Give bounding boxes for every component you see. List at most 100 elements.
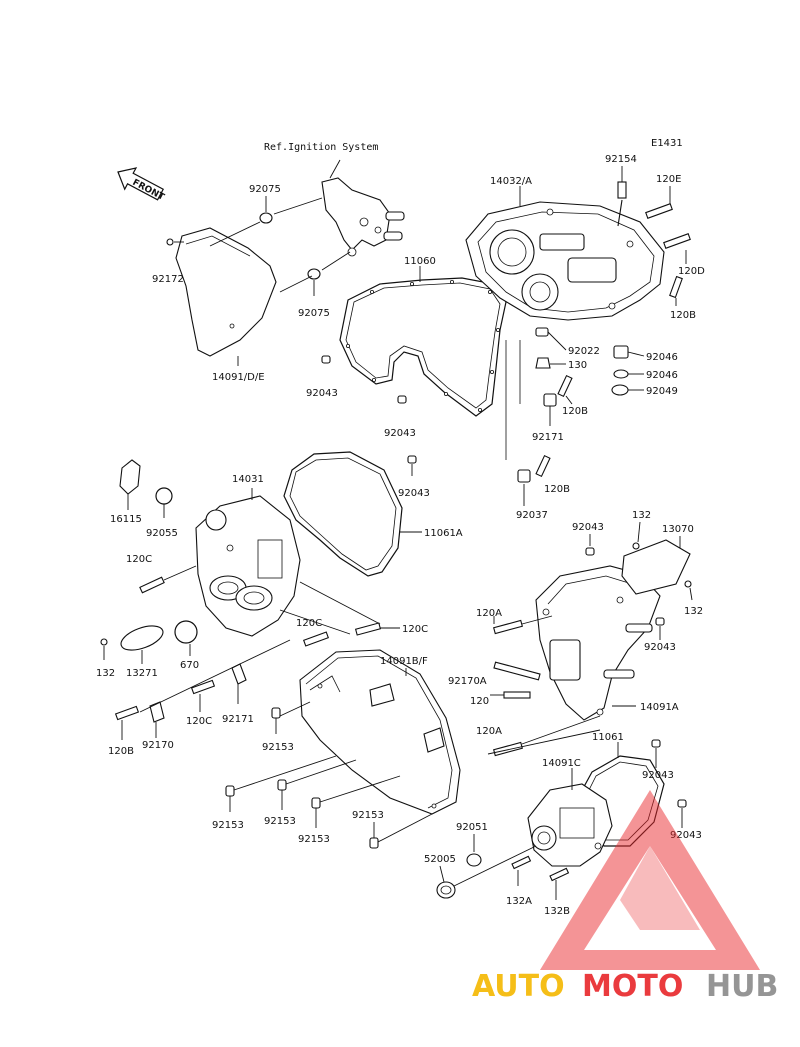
bolt-120a-a xyxy=(493,619,523,635)
label-92171-b: 92171 xyxy=(222,714,254,725)
label-120a-b: 120A xyxy=(476,726,502,737)
gasket-11060 xyxy=(339,277,507,417)
bolt-120b-left xyxy=(114,705,140,721)
bracket-14091a xyxy=(535,565,661,721)
label-120c-d: 120C xyxy=(186,716,212,727)
label-120e: 120E xyxy=(656,174,681,185)
label-120b-upper: 120B xyxy=(670,310,696,321)
label-92043-g: 92043 xyxy=(670,830,702,841)
label-132b: 132B xyxy=(544,906,570,917)
label-14091-d-e: 14091/D/E xyxy=(212,372,265,383)
label-92051: 92051 xyxy=(456,822,488,833)
bolt-130 xyxy=(535,357,551,369)
plate-13271 xyxy=(120,625,164,651)
ref-ignition-note: Ref.Ignition System xyxy=(264,142,378,153)
label-92055: 92055 xyxy=(146,528,178,539)
label-11061a: 11061A xyxy=(424,528,463,539)
label-52005: 52005 xyxy=(424,854,456,865)
bolt-132-top xyxy=(632,542,640,550)
label-120b-mid: 120B xyxy=(562,406,588,417)
label-14091b-f: 14091B/F xyxy=(380,656,428,667)
dowel-92043-g xyxy=(677,799,687,808)
diagram-code: E1431 xyxy=(651,138,683,149)
bolt-120e xyxy=(645,203,673,219)
seal-92051 xyxy=(466,853,482,867)
bolt-120b-upper xyxy=(669,275,683,299)
label-92043-f: 92043 xyxy=(642,770,674,781)
collar-92046-a xyxy=(613,345,629,359)
collar-92046-b xyxy=(613,369,629,379)
label-92170: 92170 xyxy=(142,740,174,751)
label-13271: 13271 xyxy=(126,668,158,679)
clamp-92037 xyxy=(517,469,531,483)
bolt-120b-low xyxy=(535,454,551,478)
seal-52005 xyxy=(436,881,456,899)
label-132-left: 132 xyxy=(96,668,115,679)
clamp-92171-a xyxy=(543,393,557,407)
oring-670 xyxy=(174,620,198,644)
label-92171-a: 92171 xyxy=(532,432,564,443)
bolt-120c-d xyxy=(190,679,216,695)
watermark-part3: HUB xyxy=(706,969,778,1004)
bolt-132-right xyxy=(684,580,692,588)
bolt-92153-d xyxy=(311,797,321,809)
crankcase-cover-14032-a xyxy=(465,201,665,321)
label-92043-d: 92043 xyxy=(572,522,604,533)
bolt-92154-body xyxy=(617,181,627,199)
bolt-120b-mid xyxy=(557,374,573,398)
dowel-92043-c xyxy=(407,455,417,464)
label-92043-e: 92043 xyxy=(644,642,676,653)
bolt-120c-a xyxy=(139,576,165,594)
ignition-bracket xyxy=(321,177,405,257)
label-92154: 92154 xyxy=(605,154,637,165)
bolt-92172 xyxy=(166,238,174,246)
label-92075-bottom: 92075 xyxy=(298,308,330,319)
label-92153-d: 92153 xyxy=(298,834,330,845)
bolt-92154 xyxy=(617,199,623,227)
label-120b-left: 120B xyxy=(108,746,134,757)
side-cover-14091-d-e xyxy=(175,227,277,357)
automotohub-watermark-logo: AUTO MOTO HUB xyxy=(472,790,778,1004)
label-92043-c: 92043 xyxy=(398,488,430,499)
label-132-top: 132 xyxy=(632,510,651,521)
label-11060: 11060 xyxy=(404,256,436,267)
label-92037: 92037 xyxy=(516,510,548,521)
bolt-120c-b xyxy=(302,631,330,647)
bolt-120c-c xyxy=(354,622,382,636)
label-120c-a: 120C xyxy=(126,554,152,565)
cap-16115 xyxy=(119,459,141,495)
label-120: 120 xyxy=(470,696,489,707)
label-14091c: 14091C xyxy=(542,758,581,769)
watermark-part2: MOTO xyxy=(582,969,683,1004)
large-cover-14091b-f xyxy=(299,649,461,815)
label-132-right: 132 xyxy=(684,606,703,617)
label-120a-a: 120A xyxy=(476,608,502,619)
label-14091a: 14091A xyxy=(640,702,679,713)
label-92172: 92172 xyxy=(152,274,184,285)
front-arrow-icon: FRONT xyxy=(117,167,166,203)
bolt-132a xyxy=(511,855,532,870)
label-120c-c: 120C xyxy=(402,624,428,635)
label-92049: 92049 xyxy=(646,386,678,397)
label-14031: 14031 xyxy=(232,474,264,485)
label-92046-a: 92046 xyxy=(646,352,678,363)
rod-92170a xyxy=(493,661,541,681)
bolt-92153-c xyxy=(277,779,287,791)
bolt-92153-e xyxy=(369,837,379,849)
label-92046-b: 92046 xyxy=(646,370,678,381)
bolt-120a-b xyxy=(493,741,523,757)
bolt-120 xyxy=(503,691,531,699)
label-92043-a: 92043 xyxy=(306,388,338,399)
clamp-92170 xyxy=(149,701,165,723)
label-92022: 92022 xyxy=(568,346,600,357)
bolt-120d xyxy=(663,233,691,249)
label-92170a: 92170A xyxy=(448,676,487,687)
bolt-92153-b xyxy=(225,785,235,797)
dowel-92043-a xyxy=(321,355,331,364)
label-132a: 132A xyxy=(506,896,532,907)
collar-92022 xyxy=(535,327,549,337)
bolt-92153-a xyxy=(271,707,281,719)
label-120b-low: 120B xyxy=(544,484,570,495)
label-92043-b: 92043 xyxy=(384,428,416,439)
